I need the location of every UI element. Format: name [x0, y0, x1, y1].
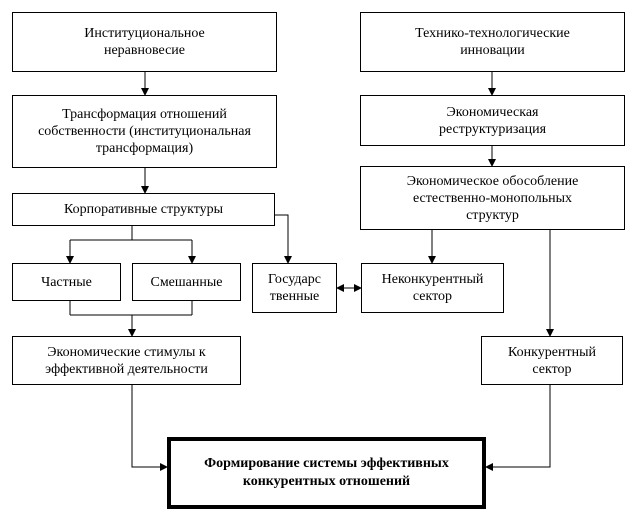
box-mixed: Смешанные	[132, 263, 241, 301]
box-noncompetitive-sector: Неконкурентный сектор	[361, 263, 504, 313]
box-property-transformation: Трансформация отношений собственности (и…	[12, 95, 277, 168]
box-tech-innovations: Технико-технологические инновации	[360, 12, 625, 72]
arrow-stimuli-final	[131, 385, 168, 471]
box-competitive-sector: Конкурентный сектор	[481, 336, 623, 385]
box-corporate-structures: Корпоративные структуры	[12, 193, 275, 226]
box-state: Государс твенные	[252, 263, 337, 313]
box-monopoly-separation: Экономическое обособление естественно-мо…	[360, 166, 625, 230]
box-economic-stimuli: Экономические стимулы к эффективной деят…	[12, 336, 241, 385]
box-final-outcome: Формирование системы эффективных конкуре…	[167, 437, 486, 509]
box-institutional-imbalance: Институциональное неравновесие	[12, 12, 277, 72]
box-private: Частные	[12, 263, 121, 301]
arrow-competitive-final	[485, 385, 551, 471]
box-economic-restructuring: Экономическая реструктуризация	[360, 95, 625, 146]
arrow-corporate-state	[275, 214, 292, 264]
